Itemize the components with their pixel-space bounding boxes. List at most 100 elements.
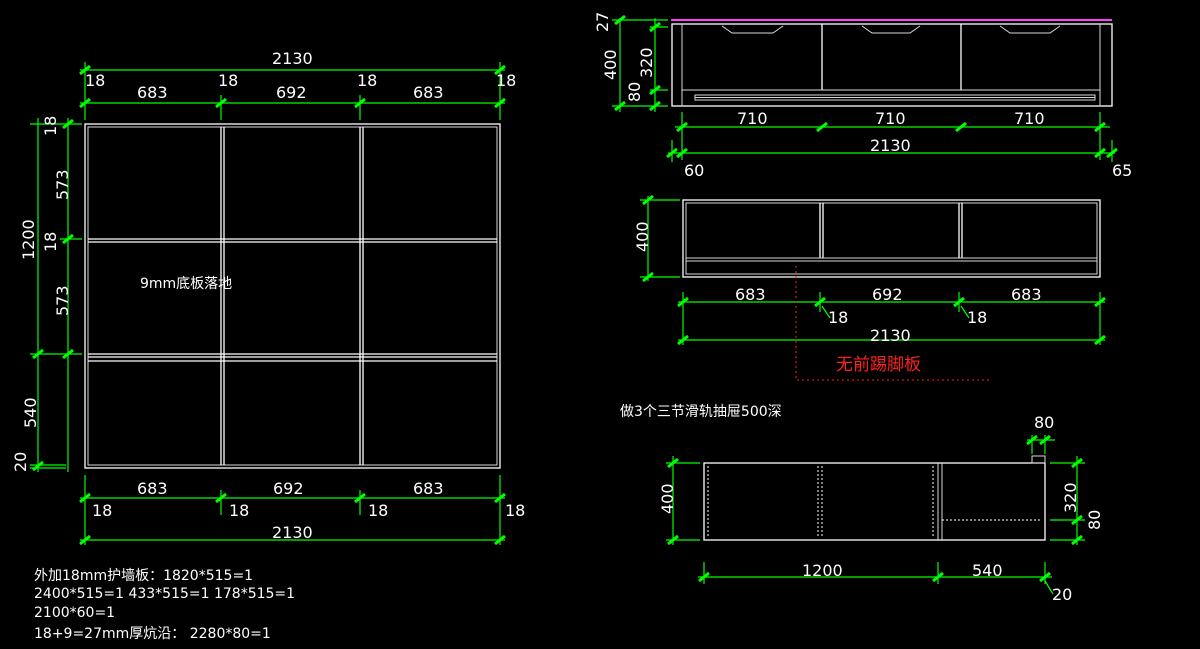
tick-mark xyxy=(354,97,366,109)
tick-mark xyxy=(32,460,44,472)
dim-label: 80 xyxy=(625,82,644,102)
tick-mark xyxy=(677,296,689,308)
tick-mark xyxy=(614,100,626,112)
side-view: 400 320 80 80 1200 540 20 xyxy=(658,413,1104,604)
dim-label: 27 xyxy=(593,12,612,32)
dim-label: 80 xyxy=(1085,510,1104,530)
tick-mark xyxy=(932,571,944,583)
tick-mark xyxy=(494,97,506,109)
note-line: 18+9=27mm厚炕沿： 2280*80=1 xyxy=(34,626,271,642)
tick-mark xyxy=(494,492,506,504)
tick-mark xyxy=(1026,434,1038,446)
tick-mark xyxy=(32,348,44,360)
tick-mark xyxy=(1094,334,1106,346)
tick-mark xyxy=(1071,514,1083,526)
dim-label: 400 xyxy=(658,483,677,514)
material-notes: 外加18mm护墙板：1820*515=1 2400*515=1 433*515=… xyxy=(34,568,295,642)
tick-mark xyxy=(698,571,710,583)
tick-mark xyxy=(955,121,967,133)
dim-label: 20 xyxy=(11,452,30,472)
tick-mark xyxy=(667,457,679,469)
plan-view: 400 683 692 683 18 18 2130 无前踢脚板 xyxy=(633,194,1106,381)
dim-label: 320 xyxy=(1061,482,1080,513)
no-kick-note: 无前踢脚板 xyxy=(836,355,921,375)
tick-mark xyxy=(816,121,828,133)
plan-total-label: 2130 xyxy=(870,326,911,345)
tick-mark xyxy=(614,14,626,26)
dim-label: 573 xyxy=(53,285,72,316)
dim-label: 18 xyxy=(218,71,238,90)
tick-mark xyxy=(676,121,688,133)
dim-label: 692 xyxy=(273,479,304,498)
dim-label: 18 xyxy=(496,71,516,90)
tick-mark xyxy=(215,97,227,109)
bottom-total-label: 2130 xyxy=(272,523,313,542)
handle-3 xyxy=(999,25,1061,34)
dim-label: 692 xyxy=(872,285,903,304)
plan-inner xyxy=(685,202,1098,275)
tick-mark xyxy=(649,21,661,33)
dim-label: 683 xyxy=(1011,285,1042,304)
dim-label: 683 xyxy=(735,285,766,304)
cabinet-outline xyxy=(84,123,501,469)
tick-mark xyxy=(354,492,366,504)
tick-mark xyxy=(649,84,661,96)
dim-label: 20 xyxy=(1052,585,1072,604)
dim-label: 18 xyxy=(41,116,60,136)
dim-label: 80 xyxy=(1034,413,1054,432)
dim-label: 683 xyxy=(137,83,168,102)
front-total-label: 2130 xyxy=(870,136,911,155)
leader-line xyxy=(821,305,831,319)
tick-mark xyxy=(649,100,661,112)
dim-label: 710 xyxy=(875,109,906,128)
dim-label: 60 xyxy=(684,161,704,180)
handle-2 xyxy=(861,25,921,34)
tick-mark xyxy=(667,534,679,546)
tick-mark xyxy=(666,147,678,159)
tick-mark xyxy=(62,233,74,245)
tick-mark xyxy=(79,492,91,504)
tick-mark xyxy=(1071,457,1083,469)
front-outline xyxy=(671,23,1113,107)
drawer-note: 做3个三节滑轨抽屉500深 xyxy=(620,403,782,420)
dim-label: 400 xyxy=(633,221,652,252)
tick-mark xyxy=(1094,147,1106,159)
front-view: 27 320 400 80 710 710 710 2130 60 65 xyxy=(593,12,1132,180)
dim-label: 573 xyxy=(53,169,72,200)
tick-mark xyxy=(814,296,826,308)
dim-label: 683 xyxy=(413,83,444,102)
dim-label: 710 xyxy=(1014,109,1045,128)
handle-1 xyxy=(721,25,784,34)
tick-mark xyxy=(1039,571,1051,583)
note-line: 外加18mm护墙板：1820*515=1 xyxy=(34,568,253,584)
dim-label: 320 xyxy=(637,47,656,78)
tick-mark xyxy=(642,194,654,206)
dim-label: 683 xyxy=(413,479,444,498)
kang-edge-block xyxy=(1031,455,1046,464)
tick-mark xyxy=(62,348,74,360)
tick-mark xyxy=(1106,147,1118,159)
plan-outline xyxy=(682,199,1101,278)
dim-label: 18 xyxy=(85,71,105,90)
floor-note: 9mm底板落地 xyxy=(140,276,232,292)
tick-mark xyxy=(1094,121,1106,133)
tick-mark xyxy=(953,296,965,308)
top-total-label: 2130 xyxy=(272,49,313,68)
dim-label: 18 xyxy=(92,501,112,520)
tick-mark xyxy=(494,64,506,76)
dim-label: 1200 xyxy=(802,561,843,580)
left-plan-view: 9mm底板落地 2130 18 683 18 692 18 683 18 xyxy=(11,49,525,546)
tick-mark xyxy=(677,334,689,346)
dim-label: 710 xyxy=(737,109,768,128)
tick-mark xyxy=(676,147,688,159)
dim-label: 683 xyxy=(137,479,168,498)
tick-mark xyxy=(62,118,74,130)
tick-mark xyxy=(79,534,91,546)
leader-line xyxy=(1044,580,1054,595)
dim-label: 400 xyxy=(601,49,620,80)
note-line: 2100*60=1 xyxy=(34,605,115,621)
note-line: 2400*515=1 433*515=1 178*515=1 xyxy=(34,586,295,602)
side-outline xyxy=(703,462,1046,541)
tick-mark xyxy=(1071,534,1083,546)
dim-label: 18 xyxy=(967,308,987,327)
